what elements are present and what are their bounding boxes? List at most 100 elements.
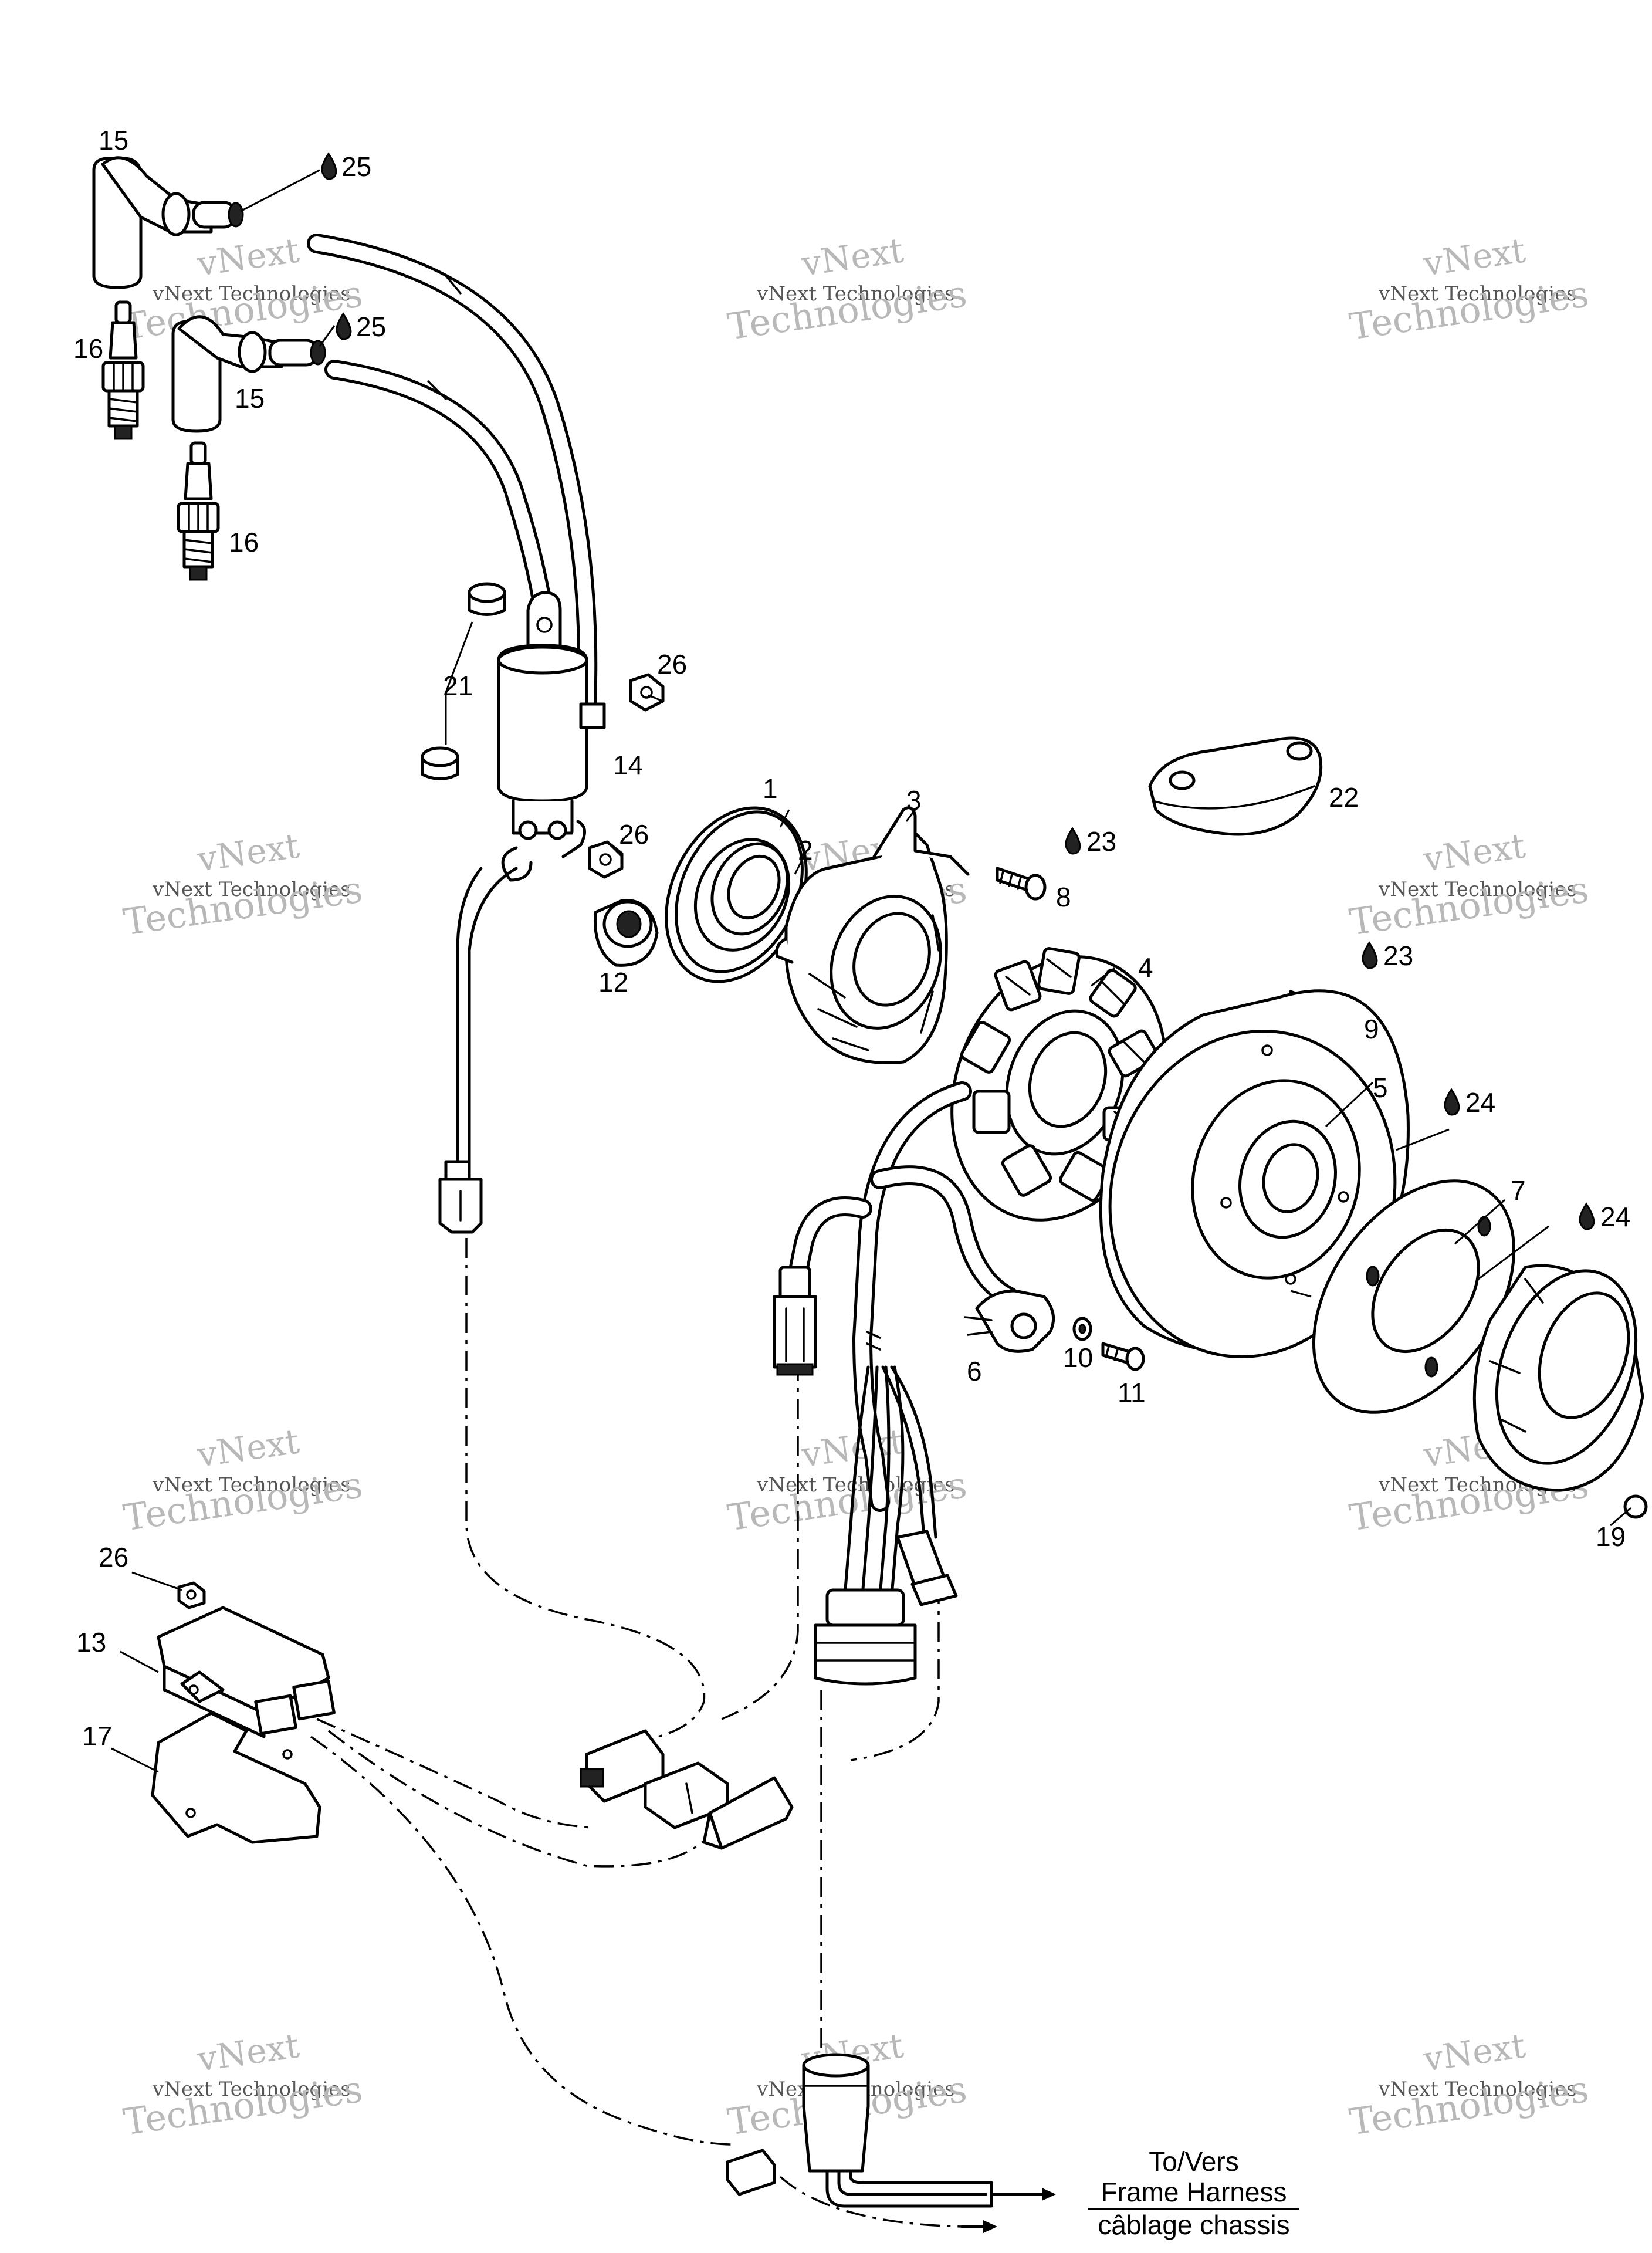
callout-label: 24: [1465, 1087, 1495, 1118]
spacer-lower: [421, 746, 459, 780]
nut-cdi: [177, 1581, 206, 1609]
watermark: vNext vNext Technologies Technologies: [725, 230, 969, 348]
svg-text:vNext Technologies: vNext Technologies: [1378, 2078, 1577, 2101]
oil-seal: [693, 838, 791, 952]
callout-label: 9: [1364, 1014, 1379, 1044]
washer-10: [1072, 1317, 1092, 1341]
watermark: vNext vNext Technologies Technologies: [121, 826, 365, 943]
callout-label: 12: [598, 967, 628, 997]
stator: [788, 947, 1167, 1512]
spark-plug-cap-upper: [92, 156, 244, 289]
watermark: vNext vNext Technologies Technologies: [121, 1421, 365, 1539]
callout-label: 1: [763, 773, 778, 804]
callout-label: 23: [1383, 941, 1413, 971]
connector-end-small: [726, 2149, 776, 2196]
callout-label: 25: [341, 151, 371, 182]
drop-icons: [321, 152, 1595, 1230]
watermark: vNext vNext Technologies Technologies: [1347, 826, 1591, 943]
caption-line-3: câblage chassis: [1098, 2210, 1289, 2240]
callout-label: 6: [967, 1356, 982, 1386]
callout-label: 5: [1373, 1073, 1388, 1103]
svg-text:vNext Technologies: vNext Technologies: [152, 1473, 351, 1497]
spacer-upper: [468, 582, 506, 616]
callout-label: 14: [613, 750, 643, 780]
svg-text:vNext: vNext: [194, 1421, 302, 1475]
frame-harness-connector: [802, 2053, 1056, 2208]
screw-8: [996, 867, 1047, 901]
harness-routes: [310, 1238, 997, 2233]
svg-text:vNext Technologies: vNext Technologies: [152, 878, 351, 901]
caption-line-2: Frame Harness: [1101, 2177, 1287, 2207]
stator-connector-main: [814, 1588, 917, 1686]
drop-icon: [1065, 827, 1081, 855]
drop-icon: [1579, 1202, 1595, 1230]
flywheel: [1099, 989, 1410, 1359]
trigger-coil: [964, 1289, 1055, 1353]
callout-label: 3: [906, 785, 922, 816]
screw-11: [1101, 1342, 1145, 1371]
nut-coil-upper: [629, 673, 665, 712]
svg-text:vNext: vNext: [1420, 2025, 1528, 2079]
cover-plate: [1148, 736, 1323, 836]
callout-label: 26: [619, 819, 649, 850]
frame-harness-caption: To/Vers Frame Harness câblage chassis: [1088, 2146, 1299, 2240]
callout-label: 21: [443, 671, 473, 701]
caption-line-1: To/Vers: [1149, 2146, 1238, 2177]
stator-connector-small: [773, 1266, 817, 1376]
svg-text:vNext Technologies: vNext Technologies: [756, 282, 955, 306]
stator-coils: [960, 947, 1159, 1202]
arrow-icon: [983, 2220, 997, 2233]
drop-icon: [336, 312, 352, 340]
callout-label: 16: [229, 527, 259, 557]
callout-label: 2: [798, 835, 813, 865]
drop-icon: [1444, 1088, 1460, 1116]
nut-coil-lower: [588, 840, 624, 879]
callout-label: 7: [1511, 1175, 1526, 1206]
starter-cup: [1472, 1264, 1648, 1519]
callout-label: 16: [73, 333, 103, 364]
svg-text:vNext Technologies: vNext Technologies: [152, 282, 351, 306]
callout-label: 19: [1596, 1521, 1626, 1552]
ignition-coil: [438, 591, 606, 1234]
svg-text:vNext: vNext: [798, 230, 906, 284]
watermark: vNext vNext Technologies Technologies: [725, 1421, 969, 1539]
stator-wire-bundle: [843, 1365, 937, 1598]
callout-label: 10: [1063, 1342, 1093, 1373]
callout-label: 13: [76, 1627, 106, 1657]
callout-label: 17: [82, 1721, 112, 1751]
callout-label: 4: [1138, 952, 1153, 983]
cdi-module: [157, 1606, 336, 1738]
drop-icon: [321, 152, 337, 180]
callout-label: 26: [99, 1542, 128, 1572]
housing: [775, 806, 970, 1064]
cdi-gasket: [151, 1711, 321, 1844]
drop-icon: [1362, 941, 1378, 969]
svg-text:vNext: vNext: [1420, 826, 1528, 879]
svg-text:vNext: vNext: [194, 2025, 302, 2079]
callout-label: 8: [1056, 882, 1071, 912]
spark-plug-lower: [177, 441, 220, 581]
callout-label: 24: [1600, 1202, 1630, 1232]
callout-label: 22: [1329, 782, 1359, 813]
watermark: vNext vNext Technologies Technologies: [121, 2025, 365, 2143]
callout-labels: 1 2 3 4 5 6 7 8 9 10 11 12 13 14 15 15 1…: [73, 125, 1630, 1751]
callout-label: 15: [235, 383, 265, 414]
connector-c: [702, 1776, 794, 1850]
watermark: vNext vNext Technologies Technologies: [1347, 2025, 1591, 2143]
svg-text:vNext Technologies: vNext Technologies: [1378, 282, 1577, 306]
callout-label: 23: [1086, 826, 1116, 857]
svg-text:vNext Technologies: vNext Technologies: [1378, 878, 1577, 901]
svg-text:vNext: vNext: [194, 826, 302, 879]
spark-plug-upper: [101, 300, 145, 440]
watermark: vNext vNext Technologies Technologies: [1347, 230, 1591, 348]
callout-label: 26: [657, 649, 687, 679]
callout-label: 15: [99, 125, 128, 155]
spark-plug-cap-lower: [171, 315, 326, 433]
svg-text:vNext: vNext: [194, 230, 302, 284]
spacer-plate: [1312, 1179, 1516, 1414]
svg-text:vNext: vNext: [1420, 230, 1528, 284]
grommet: [593, 899, 659, 967]
arrow-icon: [1042, 2188, 1056, 2201]
callout-label: 25: [356, 312, 386, 342]
